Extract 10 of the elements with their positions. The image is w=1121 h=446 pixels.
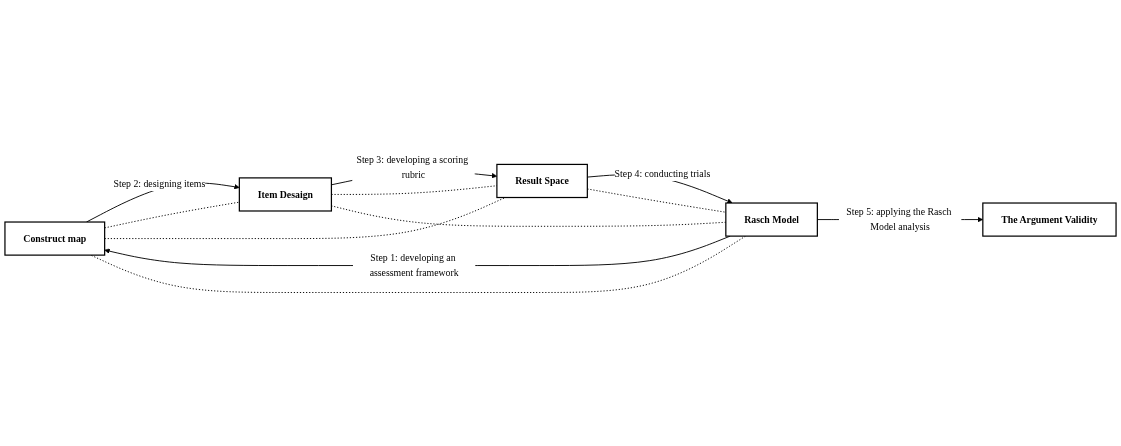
edge-label: Step 1: developing an assessment framework (369, 252, 459, 279)
edge-label: Step 4: conducting trials (614, 168, 711, 179)
node-box: Rasch Model (725, 202, 818, 238)
node-box: Item Desaign (238, 177, 333, 212)
edge-label: Step 2: designing items (113, 178, 206, 190)
node-box: The Argument Validity (982, 202, 1117, 238)
node-box: Construct map (4, 221, 106, 257)
edge-label: Step 3: developing a scoring rubric (356, 155, 469, 181)
edge-label: Step 5: applying the Rasch Model analysis (846, 207, 952, 233)
node-box: Result Space (496, 164, 588, 199)
